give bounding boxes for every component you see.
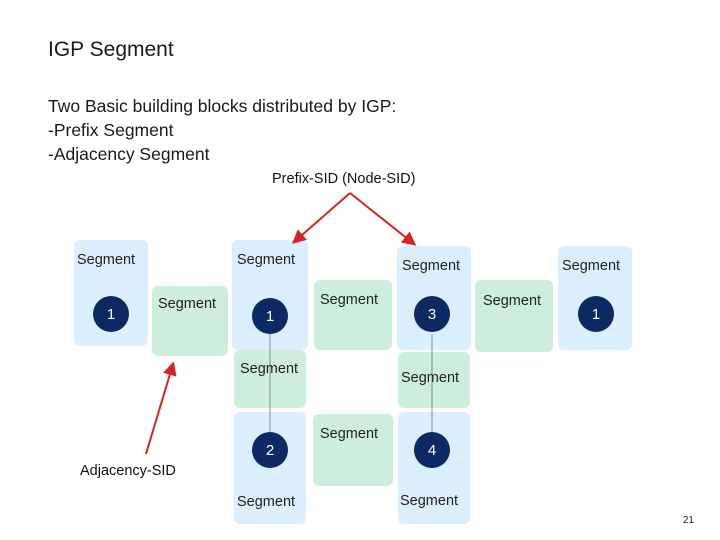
node-bottom-left: 2 <box>252 432 288 468</box>
prefix-segment-box-bottom-right <box>398 412 470 524</box>
adjacency-segment-box-right <box>475 280 553 352</box>
segment-label-right-top: Segment <box>402 258 461 274</box>
intro-line-2: -Prefix Segment <box>48 120 174 140</box>
segment-label-left-top: Segment <box>77 252 136 268</box>
page-number: 21 <box>682 515 694 526</box>
prefix-sid-callout: Prefix-SID (Node-SID) <box>272 171 416 187</box>
arrow-prefix-sid-right <box>349 192 417 246</box>
segment-label-right-below: Segment <box>401 370 460 386</box>
segment-label-bottom-left-below: Segment <box>237 494 296 510</box>
arrow-prefix-sid-left <box>291 192 351 244</box>
intro-line-1: Two Basic building blocks distributed by… <box>48 96 397 116</box>
arrow-adjacency-sid <box>145 361 177 455</box>
slide-title: IGP Segment <box>48 38 174 61</box>
node-far-right: 1 <box>578 296 614 332</box>
adjacency-segment-box-bottom <box>313 414 393 486</box>
segment-label-center-below: Segment <box>240 361 299 377</box>
segment-label-right-link: Segment <box>483 293 542 309</box>
segment-label-center-top: Segment <box>237 252 296 268</box>
node-bottom-right: 4 <box>414 432 450 468</box>
node-left: 1 <box>93 296 129 332</box>
segment-label-bottom-link: Segment <box>320 426 379 442</box>
adjacency-segment-box-left <box>152 286 228 356</box>
node-right-mid: 3 <box>414 296 450 332</box>
node-center: 1 <box>252 298 288 334</box>
adjacency-sid-callout: Adjacency-SID <box>80 463 176 479</box>
intro-line-3: -Adjacency Segment <box>48 144 210 164</box>
adjacency-segment-box-center <box>314 280 392 350</box>
adjacency-segment-box-right-below <box>398 352 470 408</box>
segment-label-bottom-right-below: Segment <box>400 493 459 509</box>
segment-label-left-link: Segment <box>158 296 217 312</box>
segment-label-far-right-top: Segment <box>562 258 621 274</box>
segment-label-center-link: Segment <box>320 292 379 308</box>
